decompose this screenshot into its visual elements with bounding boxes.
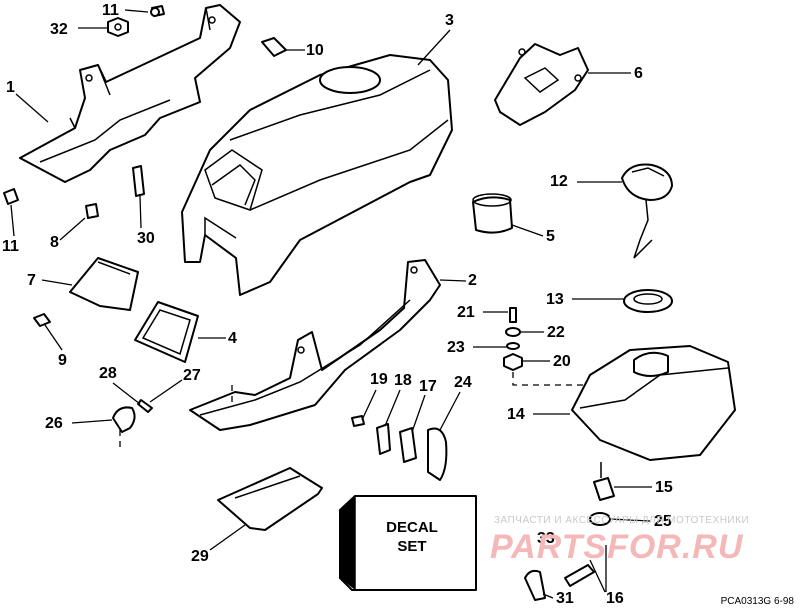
part-30-bolt — [132, 165, 145, 197]
figure-code: PCA0313G 6-98 — [720, 596, 794, 607]
part-24-shim — [427, 427, 448, 481]
decal-set-line2: SET — [397, 538, 427, 555]
callout-8: 8 — [50, 234, 59, 251]
decal-set-label: DECAL SET — [372, 518, 452, 556]
part-15-fitting — [593, 462, 615, 501]
callout-31: 31 — [556, 590, 574, 607]
callout-10: 10 — [306, 42, 324, 59]
callout-19: 19 — [370, 371, 388, 388]
part-17-plate — [399, 427, 417, 463]
callout-28: 28 — [99, 365, 117, 382]
watermark-logo: PARTSFOR.RU — [490, 528, 744, 566]
part-4-seal — [134, 301, 199, 363]
part-19-screw — [351, 415, 365, 427]
callout-11-left: 11 — [2, 238, 19, 255]
part-31-clip — [524, 569, 546, 601]
callout-11-top: 11 — [102, 2, 119, 19]
callout-22: 22 — [547, 324, 565, 341]
callout-17: 17 — [419, 378, 437, 395]
part-29-decal-sheet — [217, 467, 323, 531]
callout-1: 1 — [6, 79, 15, 96]
part-3-engine-cover — [181, 54, 453, 296]
callout-18: 18 — [394, 372, 412, 389]
callout-29: 29 — [191, 548, 209, 565]
callout-23: 23 — [447, 339, 465, 356]
part-6-bracket — [494, 43, 589, 126]
callout-24: 24 — [454, 374, 472, 391]
part-21-screw — [509, 307, 517, 323]
part-32-nut — [107, 17, 129, 37]
callout-27: 27 — [183, 367, 201, 384]
part-7-pad — [69, 257, 139, 311]
callout-4: 4 — [228, 330, 237, 347]
part-14-fuel-tank — [571, 345, 736, 461]
callout-21: 21 — [457, 304, 475, 321]
callout-25: 25 — [654, 513, 672, 530]
decal-set-box — [339, 495, 477, 591]
part-2-lower-pan — [189, 259, 441, 431]
decal-set-line1: DECAL — [386, 519, 438, 536]
callout-33: 33 — [537, 530, 555, 547]
part-8-screw — [85, 203, 99, 219]
part-26-clip — [112, 406, 136, 433]
part-9-screw — [33, 313, 51, 327]
part-10-grommet — [261, 37, 287, 57]
part-18-plate — [376, 423, 391, 455]
callout-2: 2 — [468, 272, 477, 289]
part-22-washer — [505, 327, 521, 337]
callout-13: 13 — [546, 291, 564, 308]
callout-7: 7 — [27, 272, 36, 289]
callout-6: 6 — [634, 65, 643, 82]
callout-9: 9 — [58, 352, 67, 369]
part-33-hose — [564, 564, 595, 587]
callout-32: 32 — [50, 21, 68, 38]
callout-15: 15 — [655, 479, 673, 496]
part-11-screw-left — [3, 188, 19, 205]
callout-3: 3 — [445, 12, 454, 29]
part-20-nut — [503, 353, 523, 371]
callout-30: 30 — [137, 230, 155, 247]
callout-16: 16 — [606, 590, 624, 607]
part-11-screw-top — [150, 5, 165, 17]
leader-lines — [10, 9, 652, 599]
part-1-rear-bracket — [19, 4, 241, 183]
part-13-ring — [623, 289, 673, 313]
part-5-sleeve — [472, 193, 513, 234]
part-23-washer — [506, 342, 520, 350]
callout-12: 12 — [550, 173, 568, 190]
part-12-fuel-cap — [621, 163, 673, 259]
callout-26: 26 — [45, 415, 63, 432]
watermark-tagline: ЗАПЧАСТИ И АКСЕССУАРЫ ДЛЯ МОТОТЕХНИКИ — [494, 515, 750, 526]
callout-14: 14 — [507, 406, 525, 423]
callout-5: 5 — [546, 228, 555, 245]
callout-20: 20 — [553, 353, 571, 370]
